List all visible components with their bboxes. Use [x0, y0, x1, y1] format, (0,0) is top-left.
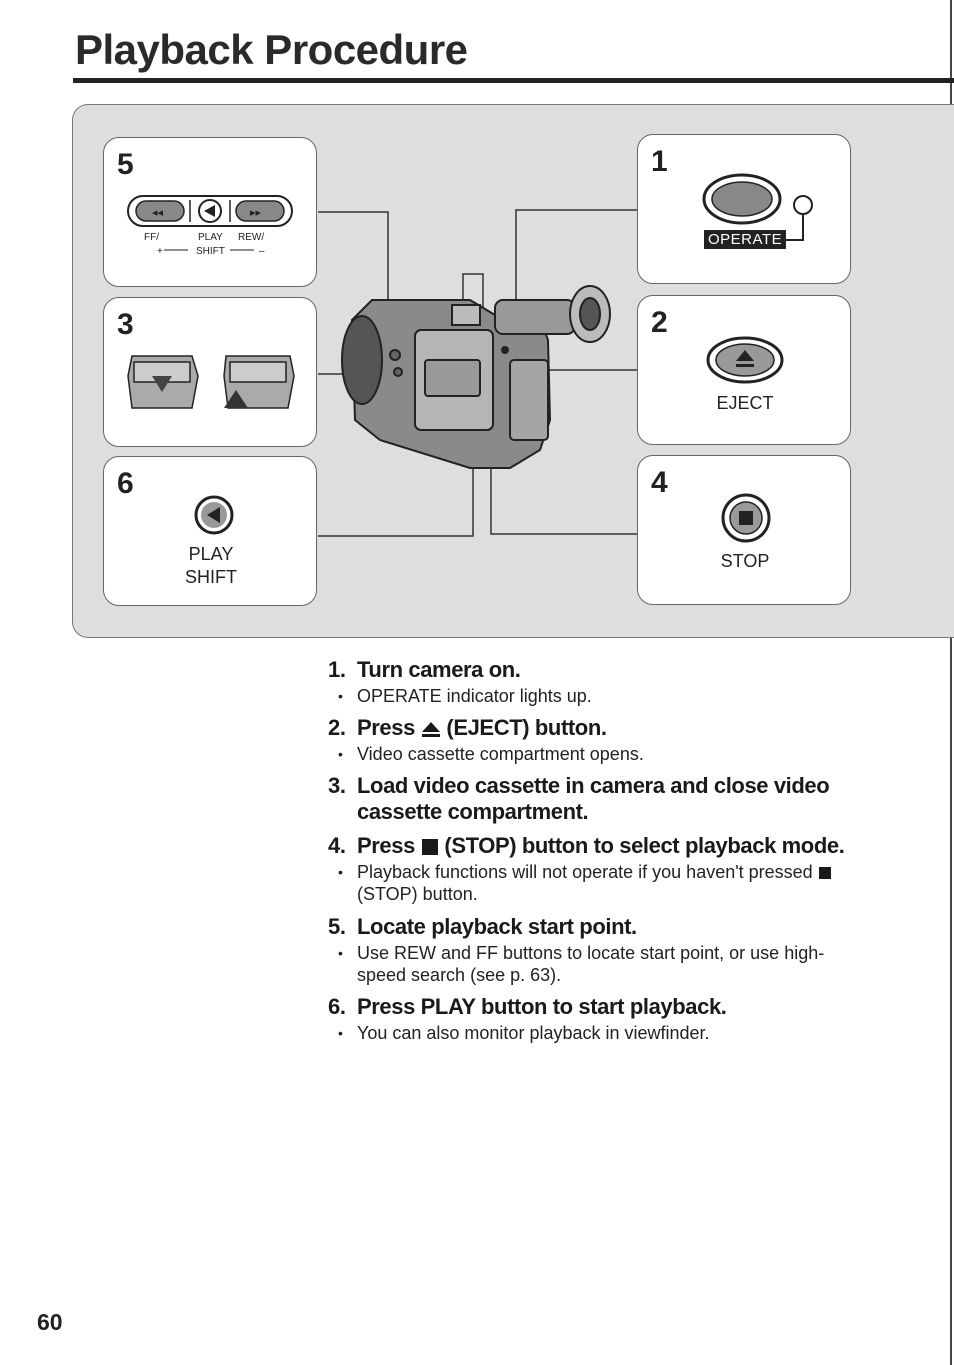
panel-number: 3: [117, 308, 134, 341]
panel-3-load-cassette: 3: [103, 297, 317, 447]
step-4: 4. Press (STOP) button to select playback…: [328, 833, 888, 905]
step-bullet: Playback functions will not operate if y…: [328, 861, 888, 905]
page-number: 60: [37, 1309, 63, 1335]
page-title: Playback Procedure: [75, 26, 468, 73]
rew-label: REW/: [238, 232, 265, 243]
step-2: 2. Press (EJECT) button. Video cassette c…: [328, 715, 888, 765]
page-edge-line: [950, 0, 952, 1365]
bullet-text: Playback functions will not operate if y…: [357, 862, 813, 882]
ff-play-rew-buttons-icon: ◂◂ ▸▸: [127, 195, 293, 227]
minus-label: –: [259, 246, 265, 257]
step-heading-text: cassette compartment.: [357, 799, 589, 824]
step-bullet: OPERATE indicator lights up.: [328, 685, 888, 707]
step-heading-text: Press PLAY button to start playback.: [357, 994, 727, 1019]
operate-indicator-label: OPERATE: [704, 230, 787, 249]
bullet-text: (STOP) button.: [357, 884, 478, 904]
title-rule: [73, 78, 954, 83]
step-heading: 5. Locate playback start point.: [328, 914, 888, 940]
step-bullet: Use REW and FF buttons to locate start p…: [328, 942, 888, 986]
step-heading-text: Locate playback start point.: [357, 914, 637, 939]
panel-2-eject: 2 EJECT: [637, 295, 851, 445]
step-number: 4.: [328, 833, 346, 858]
step-heading-text: Turn camera on.: [357, 657, 521, 682]
panel-6-play: 6 PLAY SHIFT: [103, 456, 317, 606]
svg-text:◂◂: ◂◂: [152, 206, 164, 219]
step-heading: 1. Turn camera on.: [328, 657, 888, 683]
panel-number: 4: [651, 466, 668, 499]
eject-label: EJECT: [716, 393, 774, 413]
operate-switch-icon: [702, 173, 813, 241]
step-bullet: You can also monitor playback in viewfin…: [328, 1022, 888, 1044]
panel-4-stop: 4 STOP: [637, 455, 851, 605]
stop-label: STOP: [720, 551, 770, 571]
panel-number: 5: [117, 148, 134, 181]
panel-5-rewind-ff: 5 ◂◂ ▸▸ FF/ PLAY REW/ + SHIFT –: [103, 137, 317, 287]
step-5: 5. Locate playback start point. Use REW a…: [328, 914, 888, 986]
step-heading-text: Press: [357, 833, 415, 858]
step-number: 1.: [328, 657, 346, 682]
step-1: 1. Turn camera on. OPERATE indicator ligh…: [328, 657, 888, 707]
svg-text:▸▸: ▸▸: [250, 206, 262, 219]
step-heading-text: (EJECT) button.: [446, 715, 607, 740]
shift-label: SHIFT: [185, 567, 237, 587]
step-6: 6. Press PLAY button to start playback. Y…: [328, 994, 888, 1044]
stop-button-icon: [721, 493, 771, 543]
step-heading: 4. Press (STOP) button to select playback…: [328, 833, 888, 859]
step-number: 5.: [328, 914, 346, 939]
cassette-compartment-icon: [127, 355, 295, 409]
step-number: 3.: [328, 773, 346, 798]
step-heading: 6. Press PLAY button to start playback.: [328, 994, 888, 1020]
bullet-text: speed search (see p. 63).: [357, 965, 562, 985]
panel-number: 2: [651, 306, 668, 339]
play-label: PLAY: [198, 232, 223, 243]
step-number: 6.: [328, 994, 346, 1019]
step-3: 3. Load video cassette in camera and clos…: [328, 773, 888, 825]
stop-icon: [421, 839, 438, 856]
ff-label: FF/: [144, 232, 159, 243]
play-shift-label: PLAY SHIFT: [104, 543, 318, 589]
step-bullet: Video cassette compartment opens.: [328, 743, 888, 765]
step-heading-text: (STOP) button to select playback mode.: [444, 833, 845, 858]
panel-1-operate: 1 OPERATE: [637, 134, 851, 284]
step-heading: 3. Load video cassette in camera and clos…: [328, 773, 888, 825]
bullet-text: Use REW and FF buttons to locate start p…: [357, 943, 825, 963]
eject-button-icon: [706, 336, 784, 384]
eject-icon: [421, 722, 440, 738]
camcorder-icon: [341, 285, 611, 469]
step-heading-text: Load video cassette in camera and close …: [357, 773, 830, 798]
shift-range-lines: [164, 249, 254, 251]
step-heading-text: Press: [357, 715, 415, 740]
step-number: 2.: [328, 715, 346, 740]
step-heading: 2. Press (EJECT) button.: [328, 715, 888, 741]
shift-label: SHIFT: [196, 246, 225, 257]
plus-label: +: [157, 246, 163, 257]
panel-number: 6: [117, 467, 134, 500]
panel-number: 1: [651, 145, 668, 178]
play-label: PLAY: [188, 544, 234, 564]
stop-icon: [818, 867, 831, 880]
camcorder-illustration: [318, 209, 637, 537]
play-button-icon: [194, 495, 234, 535]
